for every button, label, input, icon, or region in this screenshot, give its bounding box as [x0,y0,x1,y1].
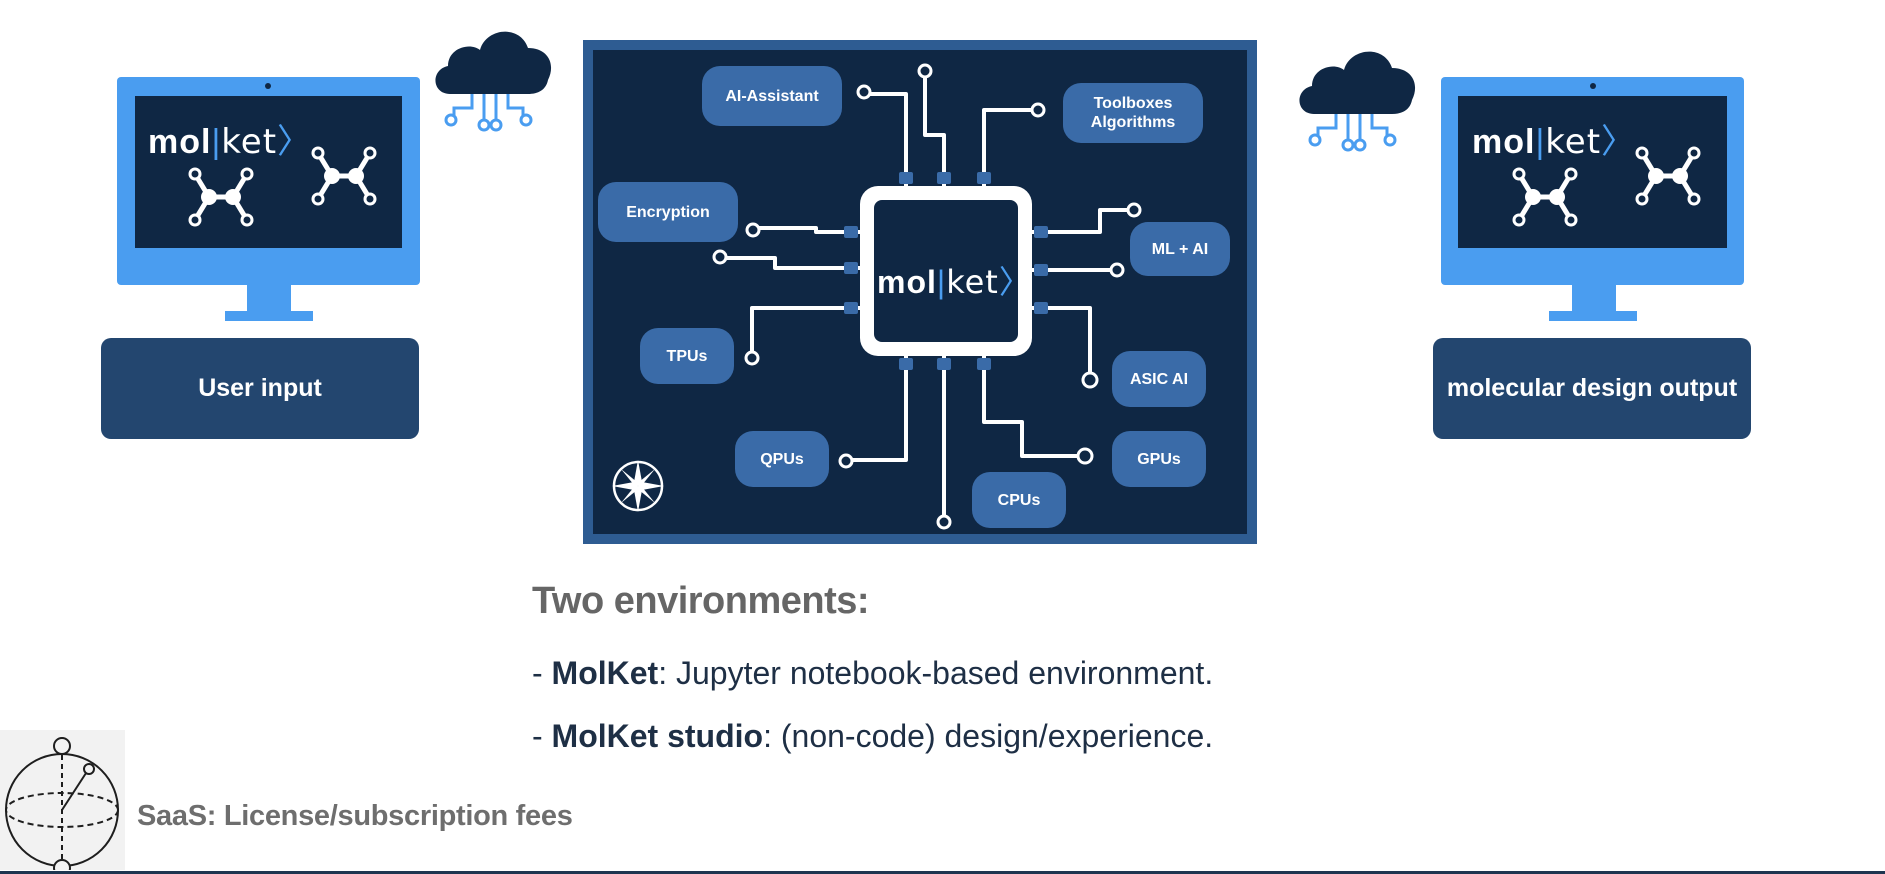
node-ml-ai: ML + AI [1130,222,1230,276]
node-label: ASIC AI [1129,370,1189,388]
molecule-icon [1635,146,1701,206]
node-gpus: GPUs [1112,431,1206,487]
node-label: CPUs [997,491,1041,509]
compass-icon [612,460,664,512]
node-asic-ai: ASIC AI [1112,351,1206,407]
molecule-icon [311,146,377,206]
environment-name: MolKet [551,655,659,691]
node-encryption: Encryption [598,182,738,242]
node-label: AI-Assistant [725,87,819,105]
environment-name: MolKet studio [551,718,764,754]
node-tpus: TPUs [640,328,734,384]
environment-description: : (non-code) design/experience. [763,718,1214,754]
node-label: GPUs [1137,450,1181,468]
user-input-label: User input [198,374,322,402]
saas-note: SaaS: License/subscription fees [137,800,573,832]
list-dash: - [532,655,552,691]
monitor-neck [1572,285,1616,315]
node-label: Algorithms [1090,114,1176,131]
design-output-box: molecular design output [1433,338,1751,439]
node-label: ML + AI [1151,240,1209,258]
environment-item-molket: - MolKet: Jupyter notebook-based environ… [532,655,1213,692]
node-label: TPUs [666,347,708,365]
node-toolboxes-algorithms: Toolboxes Algorithms [1063,83,1203,143]
design-output-label: molecular design output [1446,374,1738,402]
environment-description: : Jupyter notebook-based environment. [658,655,1214,691]
processor-chip-core [874,200,1018,342]
camera-dot [1590,83,1596,89]
node-ai-assistant: AI-Assistant [702,66,842,126]
node-cpus: CPUs [972,472,1066,528]
bottom-divider [0,871,1885,874]
node-label: QPUs [760,450,804,468]
node-label: Encryption [626,203,710,221]
monitor-base [225,311,313,321]
cloud-icon-left [435,31,552,132]
node-qpus: QPUs [735,431,829,487]
molket-logo: mol|ket〉 [1472,122,1637,162]
bloch-sphere-icon [0,730,125,870]
molket-logo: mol|ket〉 [148,122,313,162]
monitor-base [1549,311,1637,321]
environment-item-molket-studio: - MolKet studio: (non-code) design/exper… [532,718,1213,755]
list-dash: - [532,718,552,754]
camera-dot [265,83,271,89]
molecule-icon [188,167,254,227]
monitor-neck [247,285,291,315]
molecule-icon [1512,167,1578,227]
cloud-icon-right [1299,51,1416,152]
molket-logo: mol|ket〉 [877,263,1032,301]
user-input-box: User input [101,338,419,439]
node-label: Toolboxes [1093,95,1173,112]
section-heading: Two environments: [532,580,870,622]
